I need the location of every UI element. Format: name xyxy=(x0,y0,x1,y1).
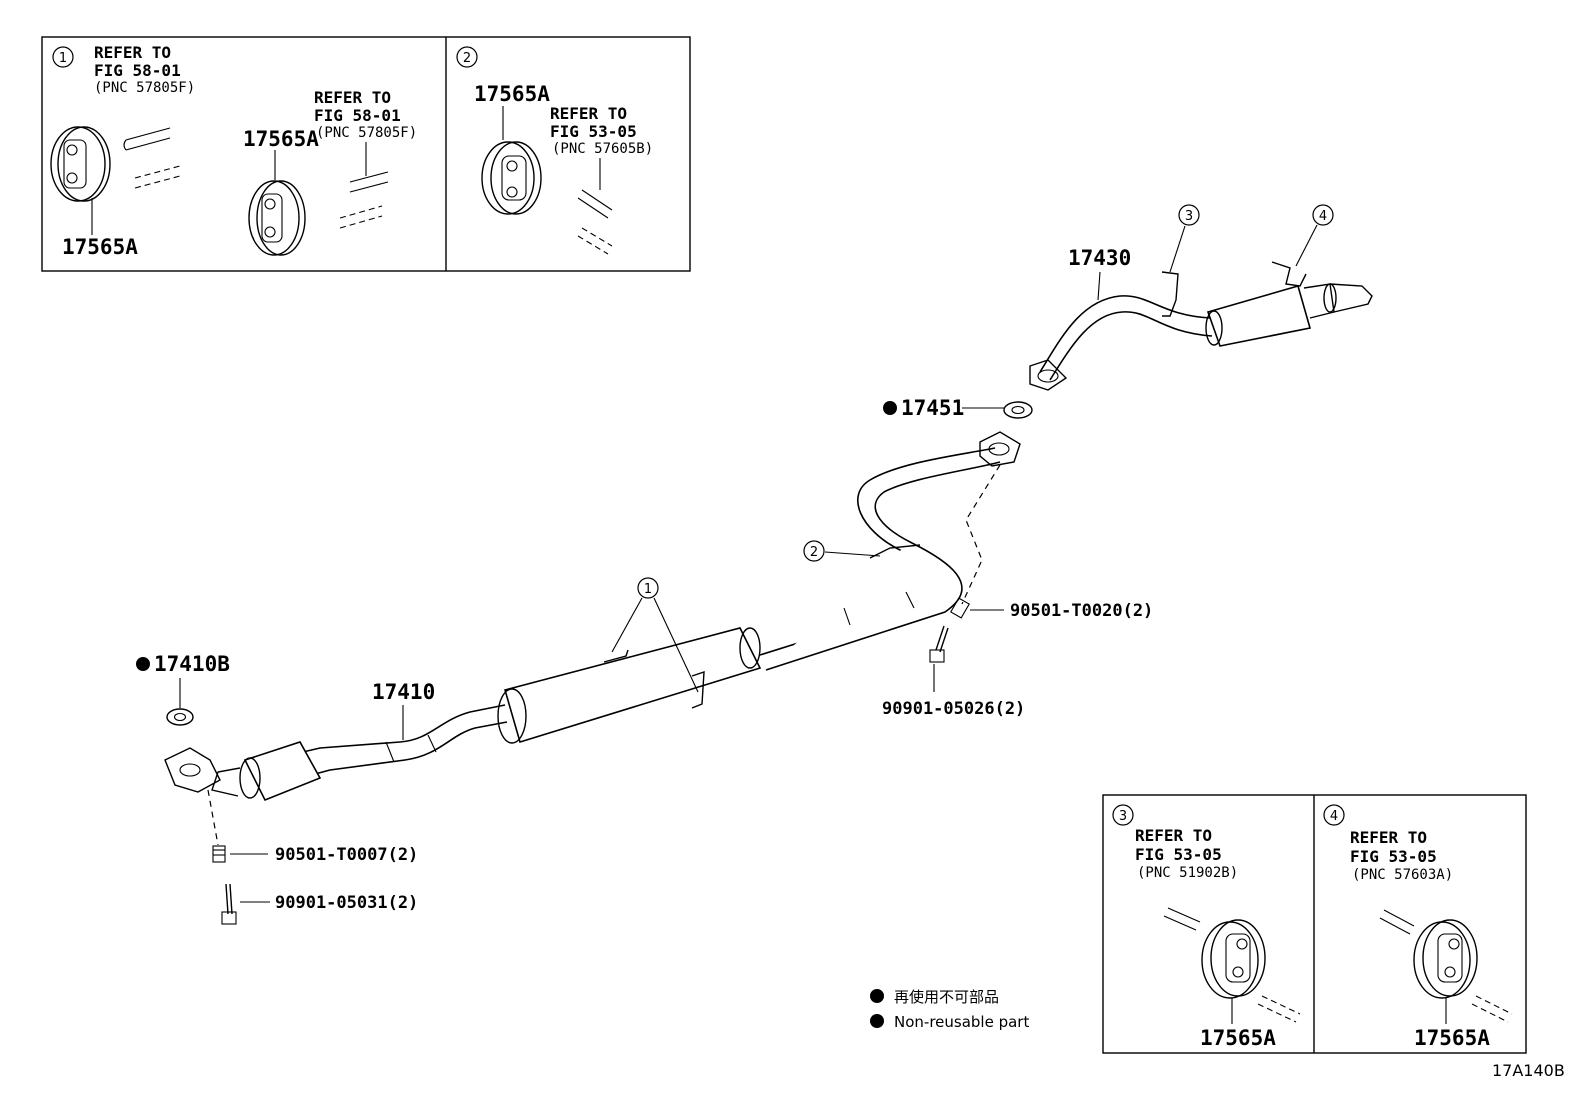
part-17410-label: 17410 xyxy=(372,680,435,704)
hanger-rod-icon xyxy=(339,171,389,229)
legend-japanese: 再使用不可部品 xyxy=(894,988,999,1006)
inset-1-ref-b-line1: REFER TO xyxy=(314,88,391,107)
rubber-hanger-icon xyxy=(248,180,306,256)
inset-2-ref-line3: (PNC 57605B) xyxy=(552,141,653,157)
hanger-rod-icon xyxy=(1379,909,1513,1023)
inset-frame-top xyxy=(41,36,691,272)
nut-icon xyxy=(950,597,970,619)
inset-frame-bottom xyxy=(1102,794,1527,1054)
part-90501-t0020-label: 90501-T0020(2) xyxy=(1010,601,1153,621)
figure-code: 17A140B xyxy=(1492,1061,1565,1080)
inset-2-number-circle xyxy=(456,46,478,68)
inset-1-part-b: 17565A xyxy=(243,127,319,151)
nut-icon xyxy=(212,845,226,863)
part-90501-t0007-label: 90501-T0007(2) xyxy=(275,845,418,865)
part-17430-label: 17430 xyxy=(1068,246,1131,270)
callout-3: 3 xyxy=(1185,209,1193,224)
inset-1: 1 REFER TO FIG 58-01 (PNC 57805F) 17565A… xyxy=(50,43,417,259)
inset-4-ref-line1: REFER TO xyxy=(1350,828,1427,847)
non-reusable-dot-icon xyxy=(883,401,897,415)
tail-pipe-assembly xyxy=(1029,261,1373,391)
inset-1-ref-a-line2: FIG 58-01 xyxy=(94,61,181,80)
hanger-rod-icon xyxy=(123,127,181,189)
non-reusable-dot-icon xyxy=(136,657,150,671)
rubber-hanger-icon xyxy=(1413,919,1478,999)
part-17451-label: 17451 xyxy=(901,396,964,420)
inset-3-ref-line2: FIG 53-05 xyxy=(1135,845,1222,864)
center-pipe-assembly xyxy=(164,431,1021,802)
callout-3-circle xyxy=(1178,204,1200,226)
legend: 再使用不可部品 Non-reusable part xyxy=(870,988,1029,1031)
inset-4-ref-line3: (PNC 57603A) xyxy=(1352,867,1453,883)
inset-4: 4 REFER TO FIG 53-05 (PNC 57603A) 17565A xyxy=(1323,804,1513,1050)
inset-1-ref-a-line1: REFER TO xyxy=(94,43,171,62)
inset-3-ref-line1: REFER TO xyxy=(1135,826,1212,845)
hanger-rod-icon xyxy=(1163,907,1301,1023)
part-17410b-label: 17410B xyxy=(154,652,230,676)
inset-2: 2 17565A REFER TO FIG 53-05 (PNC 57605B) xyxy=(456,46,653,255)
bolt-icon xyxy=(221,883,237,925)
inset-3: 3 REFER TO FIG 53-05 (PNC 51902B) 17565A xyxy=(1112,804,1301,1050)
inset-4-part: 17565A xyxy=(1414,1026,1490,1050)
legend-english: Non-reusable part xyxy=(894,1013,1029,1031)
callout-1-circle xyxy=(637,577,659,599)
inset-1-ref-b-line3: (PNC 57805F) xyxy=(316,125,417,141)
part-90901-05031-label: 90901-05031(2) xyxy=(275,893,418,913)
non-reusable-dot-icon xyxy=(870,989,884,1003)
inset-3-ref-line3: (PNC 51902B) xyxy=(1137,865,1238,881)
inset-2-number: 2 xyxy=(463,51,471,66)
inset-2-ref-line2: FIG 53-05 xyxy=(550,122,637,141)
callout-2-circle xyxy=(803,540,825,562)
callout-4-circle xyxy=(1312,204,1334,226)
inset-1-ref-a-line3: (PNC 57805F) xyxy=(94,80,195,96)
non-reusable-dot-icon xyxy=(870,1014,884,1028)
inset-1-ref-b-line2: FIG 58-01 xyxy=(314,106,401,125)
callout-1: 1 xyxy=(644,582,652,597)
inset-2-ref-line1: REFER TO xyxy=(550,104,627,123)
gasket-icon xyxy=(1003,401,1033,419)
bolt-icon xyxy=(929,625,949,663)
rubber-hanger-icon xyxy=(50,126,111,202)
rubber-hanger-icon xyxy=(481,141,542,215)
inset-1-part-a: 17565A xyxy=(62,235,138,259)
inset-4-ref-line2: FIG 53-05 xyxy=(1350,847,1437,866)
part-90901-05026-label: 90901-05026(2) xyxy=(882,699,1025,719)
inset-4-number: 4 xyxy=(1330,809,1338,824)
callout-2: 2 xyxy=(810,545,818,560)
hanger-rod-icon xyxy=(577,189,613,255)
callout-4: 4 xyxy=(1319,209,1327,224)
inset-1-number: 1 xyxy=(59,51,67,66)
rubber-hanger-icon xyxy=(1201,919,1266,999)
inset-4-number-circle xyxy=(1323,804,1345,826)
inset-3-number: 3 xyxy=(1119,809,1127,824)
inset-1-number-circle xyxy=(52,46,74,68)
inset-2-part: 17565A xyxy=(474,82,550,106)
inset-3-part: 17565A xyxy=(1200,1026,1276,1050)
gasket-icon xyxy=(166,708,194,726)
inset-3-number-circle xyxy=(1112,804,1134,826)
